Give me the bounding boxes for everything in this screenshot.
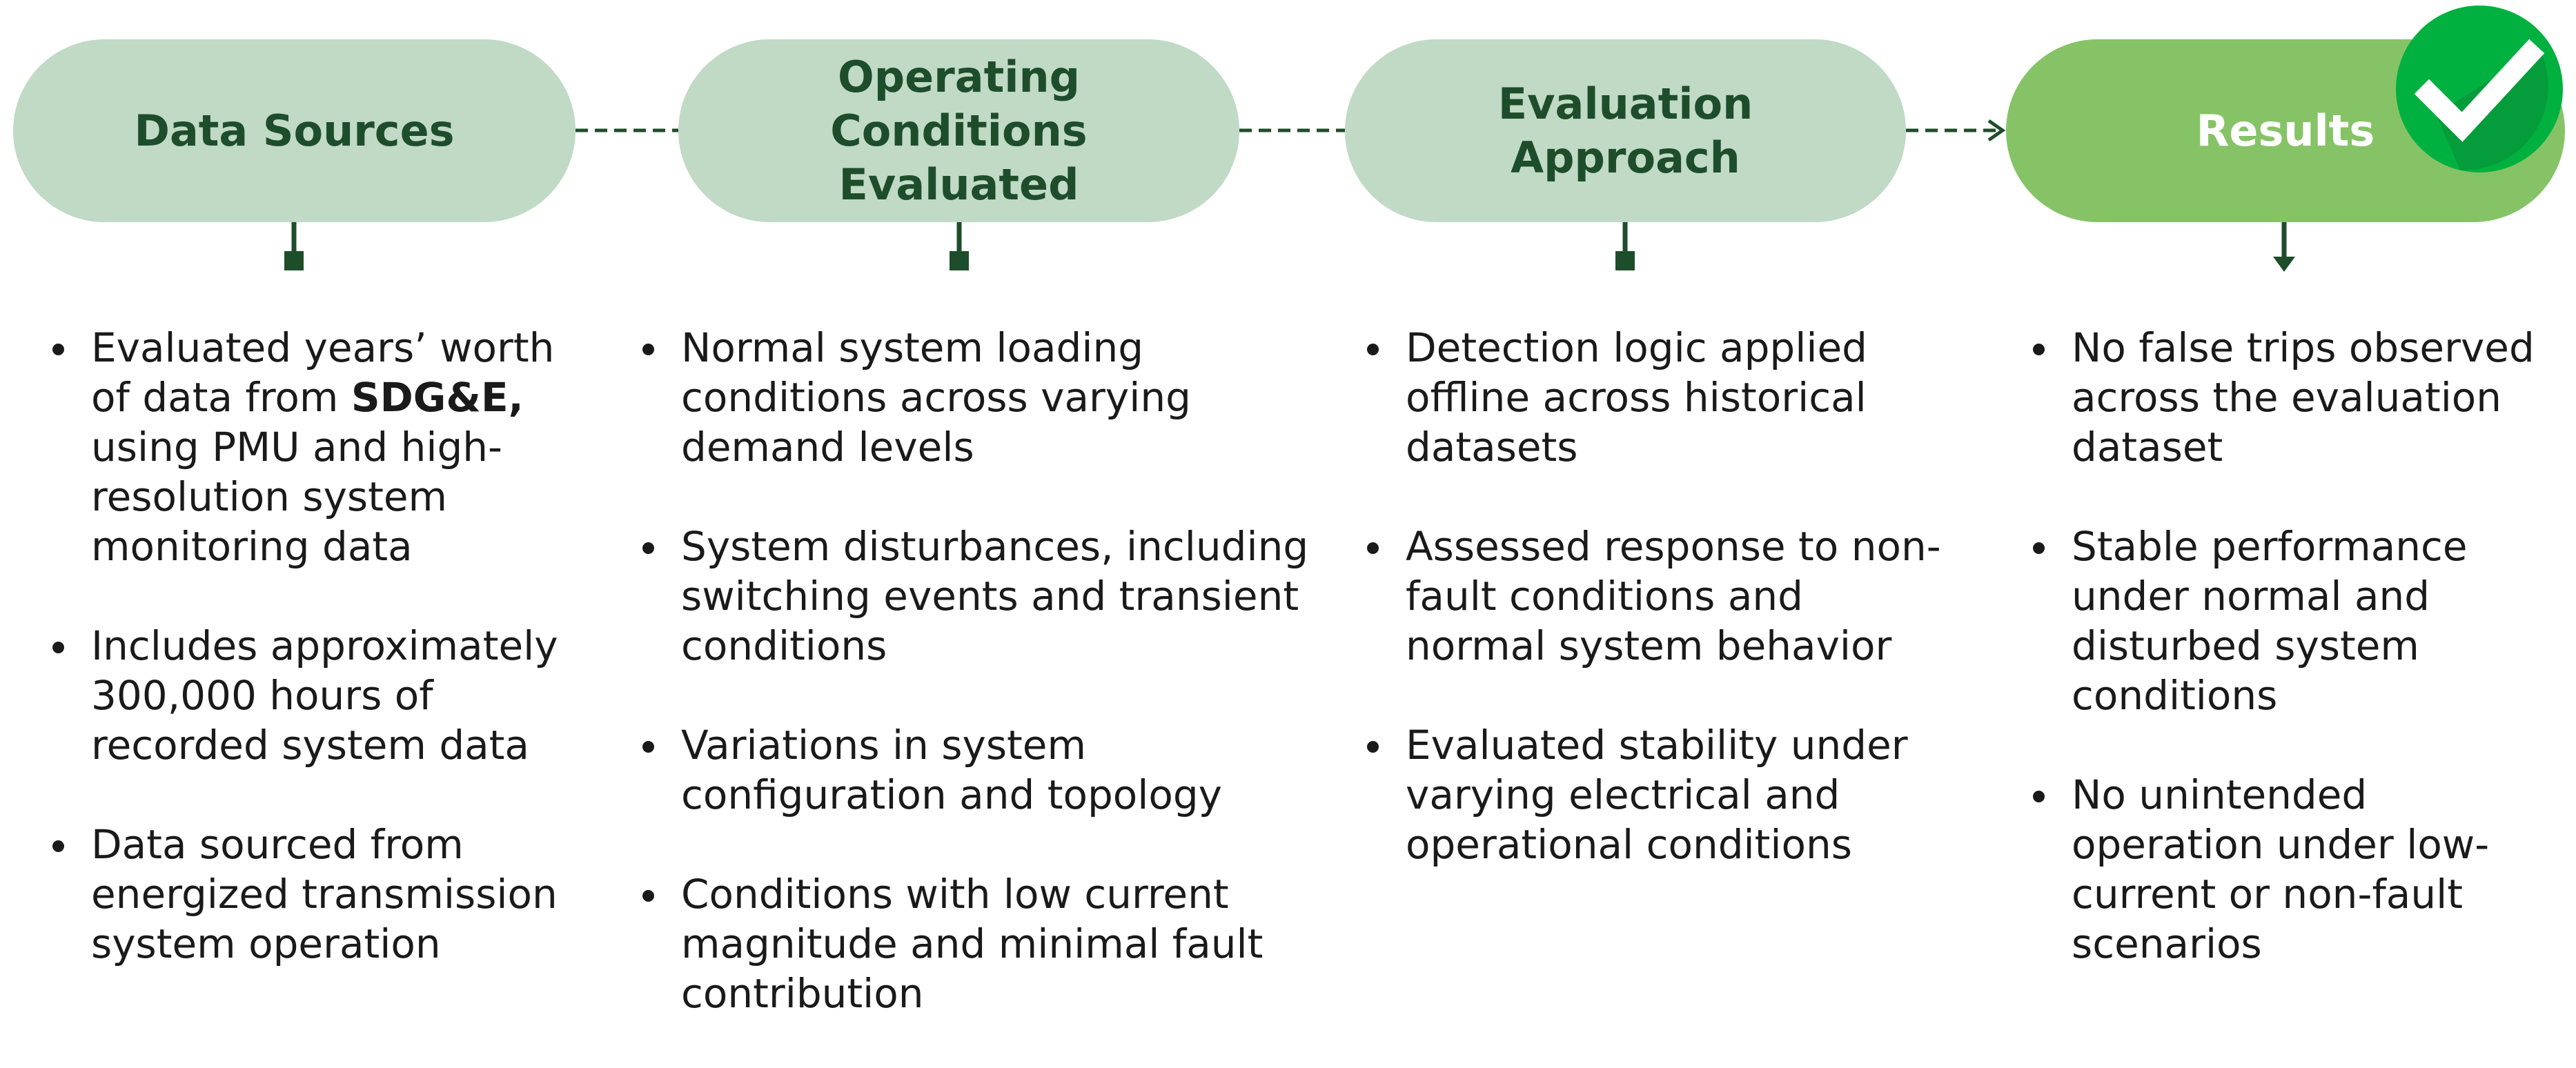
list-item: Assessed response to non-fault condition… [1363,522,1949,671]
list-item: Evaluated years’ worth of data from SDG&… [48,323,600,571]
column-evaluation-approach: Detection logic applied offline across h… [1363,323,1949,919]
stage-pill-evaluation-approach: Evaluation Approach [1345,39,1906,222]
stage-label: Results [2196,105,2375,156]
column-data-sources: Evaluated years’ worth of data from SDG&… [48,323,600,1018]
list-item: Detection logic applied offline across h… [1363,323,1949,472]
column-operating-conditions: Normal system loading conditions across … [638,323,1315,1068]
list-item: Stable performance under normal and dist… [2029,522,2567,720]
list-item: Data sourced from energized transmission… [48,820,600,969]
flow-connectors [284,119,2295,272]
list-item: System disturbances, including switching… [638,522,1315,671]
list-item: No unintended operation under low-curren… [2029,770,2567,969]
list-item: Conditions with low current magnitude an… [638,869,1315,1018]
stem-end-square-1 [284,251,304,270]
bullet-list: Normal system loading conditions across … [638,323,1315,1018]
stem-end-square-2 [950,251,969,270]
stem-end-square-3 [1615,251,1635,270]
stage-label: Data Sources [134,105,455,156]
list-item: Includes approximately 300,000 hours of … [48,621,600,770]
stage-pill-data-sources: Data Sources [13,39,576,222]
list-item: Variations in system configuration and t… [638,720,1315,820]
bullet-list: Evaluated years’ worth of data from SDG&… [48,323,600,969]
connector-arrowhead [1987,119,2006,142]
checkmark-badge-icon [2396,6,2563,172]
list-item: Evaluated stability under varying electr… [1363,720,1949,869]
bullet-list: Detection logic applied offline across h… [1363,323,1949,869]
stage-label: Evaluation Approach [1497,78,1753,183]
list-item: No false trips observed across the evalu… [2029,323,2567,472]
stage-label: Operating Conditions Evaluated [830,51,1088,210]
bullet-list: No false trips observed across the evalu… [2029,323,2567,969]
column-results: No false trips observed across the evalu… [2029,323,2567,1018]
stem-end-arrow-4 [2273,257,2295,272]
stage-pill-operating-conditions: Operating Conditions Evaluated [678,39,1239,222]
list-item: Normal system loading conditions across … [638,323,1315,472]
